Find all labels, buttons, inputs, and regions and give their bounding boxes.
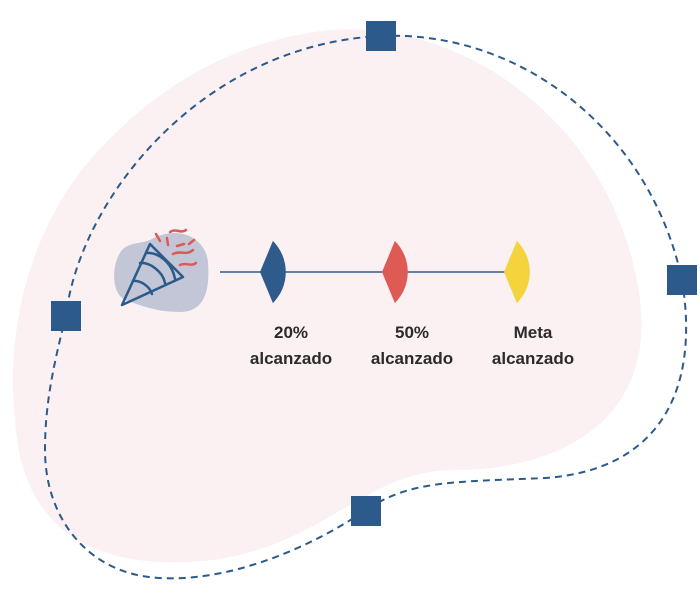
milestone-label-20-line1: 20% <box>273 323 309 342</box>
milestone-marker-1 <box>260 240 286 304</box>
party-popper-icon <box>114 228 209 312</box>
milestone-label-20: 20% alcanzado <box>226 320 356 372</box>
milestone-label-20-line2: alcanzado <box>249 349 333 368</box>
milestone-marker-3 <box>504 240 530 304</box>
milestone-label-goal-line2: alcanzado <box>491 349 575 368</box>
frame-node-right <box>667 265 697 295</box>
milestone-label-goal-line1: Meta <box>513 323 553 342</box>
milestone-label-goal: Meta alcanzado <box>468 320 598 372</box>
frame-node-top <box>366 21 396 51</box>
frame-node-left <box>51 301 81 331</box>
dashed-frame-line <box>43 34 688 580</box>
frame-node-bottom <box>351 496 381 526</box>
background-blob <box>12 29 642 563</box>
milestone-label-50-line1: 50% <box>394 323 430 342</box>
milestone-label-50-line2: alcanzado <box>370 349 454 368</box>
milestone-marker-2 <box>382 240 408 304</box>
milestone-label-50: 50% alcanzado <box>347 320 477 372</box>
